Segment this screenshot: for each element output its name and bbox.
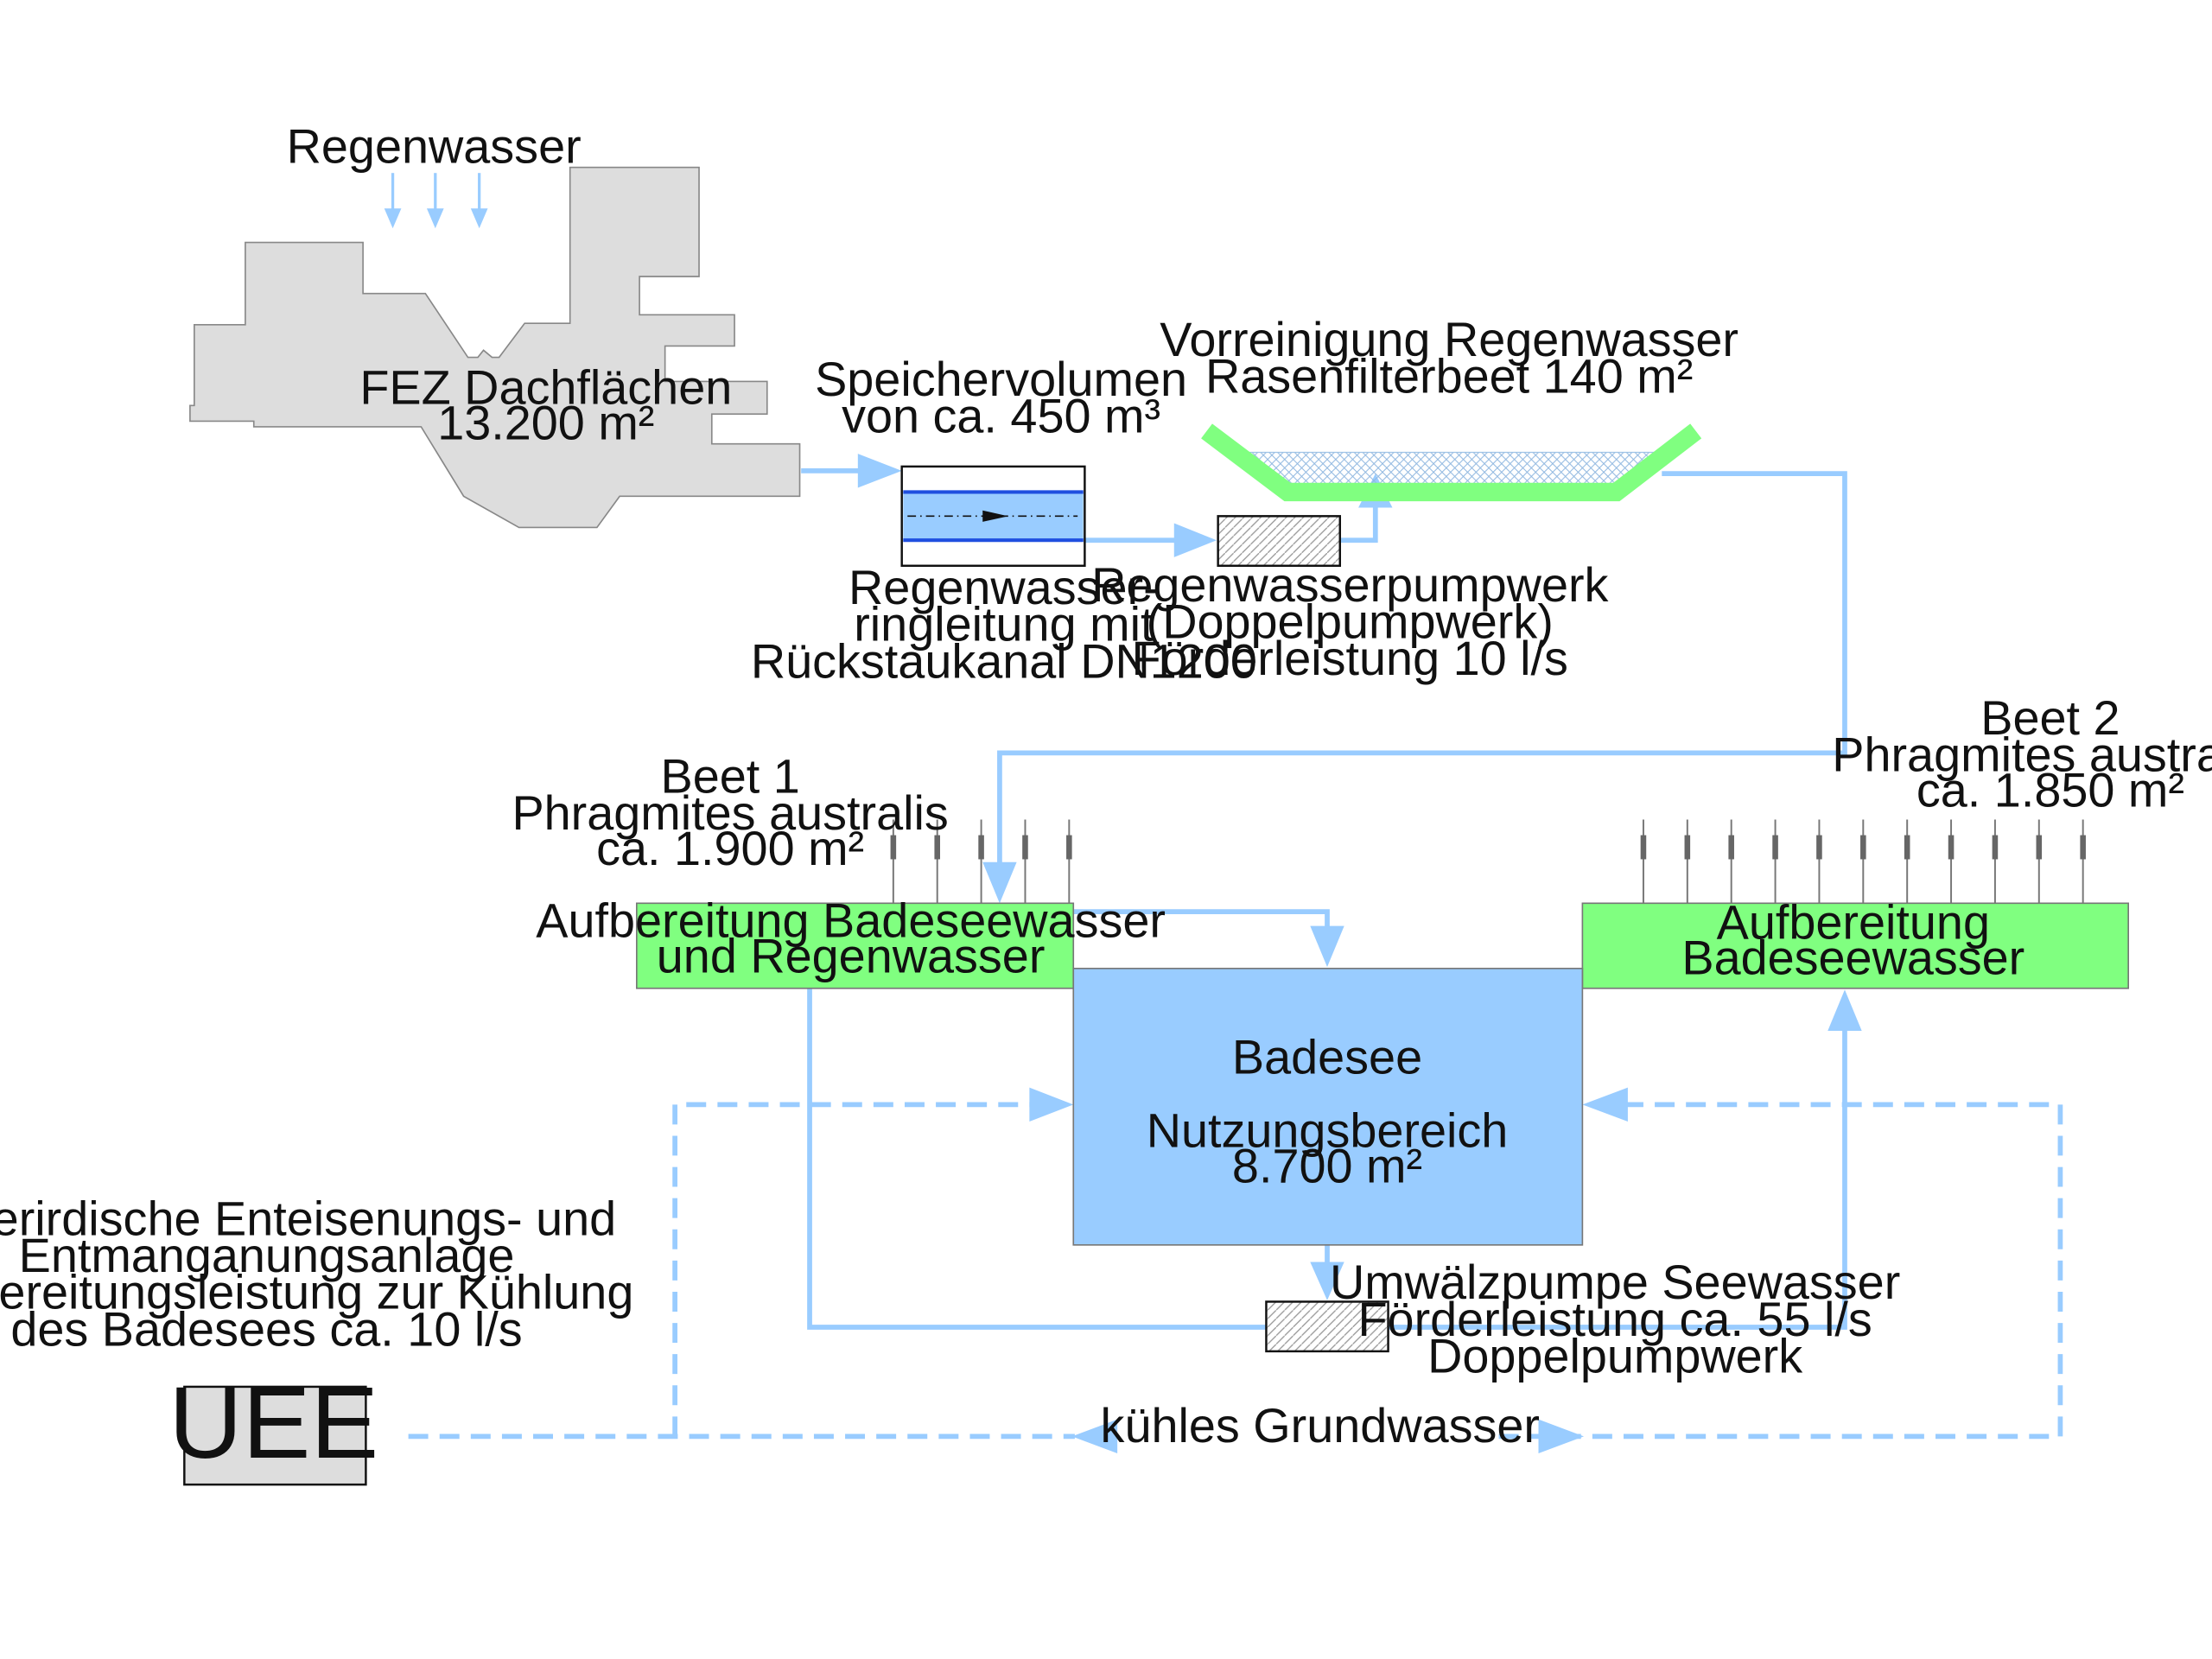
reed bbox=[1684, 819, 1691, 904]
arrow-to-lake bbox=[1310, 925, 1344, 968]
lake-usage-label: Nutzungsbereich bbox=[1147, 1103, 1509, 1158]
reed bbox=[978, 819, 984, 904]
arrow-groundwater-left bbox=[1071, 1419, 1118, 1454]
rain-arrow-2 bbox=[426, 208, 444, 229]
storage-label: Speichervolumen bbox=[815, 352, 1187, 406]
storage-pipe-box bbox=[900, 465, 1086, 567]
reed bbox=[1728, 819, 1734, 904]
uee-desc-2: Entmanganungsanlage bbox=[19, 1228, 515, 1282]
treatment2-label-1: Aufbereitung bbox=[1717, 894, 1990, 949]
groundwater-left-branch bbox=[672, 1102, 1033, 1437]
storage-volume-label: von ca. 450 m³ bbox=[842, 389, 1160, 443]
prefilter-label: Vorreinigung Regenwasser bbox=[1160, 312, 1738, 366]
bed1-label-3: ca. 1.900 m² bbox=[596, 821, 864, 875]
reed bbox=[1948, 819, 1955, 904]
pipe-label-2: ringleitung mit bbox=[854, 597, 1154, 652]
bed1-label-1: Beet 1 bbox=[660, 748, 799, 803]
pump2-label-3: Doppelpumpwerk bbox=[1427, 1329, 1802, 1383]
arrow-to-pump1 bbox=[1173, 523, 1217, 557]
rain-arrow-3 bbox=[470, 208, 488, 229]
arrow-groundwater-right bbox=[1538, 1419, 1585, 1454]
reed bbox=[2036, 819, 2043, 904]
circulation-pump-box bbox=[1265, 1300, 1389, 1353]
arrow-to-bed2 bbox=[1827, 989, 1862, 1032]
pump2-label-2: Förderleistung ca. 55 l/s bbox=[1357, 1292, 1872, 1346]
reed bbox=[1640, 819, 1647, 904]
uee-desc-4: des Badesees ca. 10 l/s bbox=[10, 1301, 522, 1356]
groundwater-label: kühles Grundwasser bbox=[1101, 1398, 1540, 1452]
flow-pump2-to-bed2 bbox=[1388, 1029, 1847, 1330]
prefilter-filter-media bbox=[1234, 451, 1664, 486]
uee-box bbox=[183, 1385, 367, 1486]
reed bbox=[934, 819, 940, 904]
lake-area-label: 8.700 m² bbox=[1232, 1139, 1422, 1193]
bed2-label-3: ca. 1.850 m² bbox=[1916, 763, 2184, 817]
lake-label: Badesee bbox=[1232, 1029, 1422, 1084]
lake-box bbox=[1072, 968, 1584, 1246]
reed bbox=[890, 819, 897, 904]
treatment1-label-2: und Regenwasser bbox=[657, 929, 1046, 983]
rain-arrow-1 bbox=[384, 208, 402, 229]
groundwater-right-branch bbox=[1624, 1102, 2063, 1437]
arrow-to-storage bbox=[857, 454, 902, 488]
arrow-to-pump2 bbox=[1310, 1262, 1344, 1300]
flow-pump-to-filter bbox=[1339, 503, 1378, 543]
reed bbox=[1772, 819, 1778, 904]
roof-label: FEZ Dachflächen bbox=[359, 360, 732, 415]
treatment-box-1 bbox=[636, 902, 1075, 989]
treatment1-label-1: Aufbereitung Badeseewasser bbox=[536, 893, 1166, 948]
reed bbox=[1992, 819, 1999, 904]
reeds-bed1 bbox=[890, 819, 1072, 904]
uee-box-label: UEE bbox=[168, 1366, 378, 1480]
bed2-label-2: Phragmites australis bbox=[1832, 728, 2212, 782]
pump2-label-1: Umwälzpumpe Seewasser bbox=[1330, 1255, 1900, 1309]
reed bbox=[1816, 819, 1822, 904]
bed2-label-1: Beet 2 bbox=[1980, 690, 2120, 745]
roof-area-shape bbox=[189, 166, 801, 529]
reeds-bed2 bbox=[1640, 819, 2086, 904]
arrow-to-bed1 bbox=[982, 861, 1017, 904]
uee-desc-1: Unterirdische Enteisenungs- und bbox=[0, 1191, 616, 1245]
flow-filter-to-bed1 bbox=[997, 471, 1847, 866]
treatment2-label-2: Badeseewasser bbox=[1681, 930, 2024, 984]
flow-bed1-to-lake bbox=[1073, 909, 1330, 929]
rainwater-pump-box bbox=[1217, 515, 1341, 567]
pipe-label-3: Rückstaukanal DN1200 bbox=[751, 633, 1257, 688]
pump1-label-2: (Doppelpumpwerk) bbox=[1147, 594, 1554, 648]
pipe-label-1: Regenwasser- bbox=[849, 560, 1160, 614]
reed bbox=[1022, 819, 1028, 904]
treatment-box-2 bbox=[1581, 902, 2129, 989]
flow-bed1-to-pump2 bbox=[807, 988, 1267, 1330]
uee-desc-3: Aufbereitungsleistung zur Kühlung bbox=[0, 1265, 633, 1319]
roof-area-label: 13.200 m² bbox=[437, 396, 654, 450]
prefilter-area-label: Rasenfilterbeet 140 m² bbox=[1205, 349, 1693, 404]
reed bbox=[1066, 819, 1072, 904]
arrow-lake-left bbox=[1029, 1087, 1074, 1122]
bed1-label-2: Phragmites australis bbox=[512, 785, 948, 840]
reed bbox=[1904, 819, 1910, 904]
prefilter-bed bbox=[1201, 423, 1702, 502]
pump1-label-3: Förderleistung 10 l/s bbox=[1132, 631, 1568, 685]
arrow-lake-right bbox=[1582, 1087, 1628, 1122]
rainwater-label: Regenwasser bbox=[287, 119, 582, 174]
pump1-label-1: Regenwasserpumpwerk bbox=[1091, 557, 1608, 612]
pipe-flow-arrow bbox=[982, 510, 1008, 522]
flow-lines bbox=[801, 467, 1847, 1330]
reed bbox=[1860, 819, 1866, 904]
rain-lines bbox=[391, 173, 481, 212]
prefilter-basin bbox=[1201, 423, 1702, 502]
reed bbox=[2080, 819, 2086, 904]
